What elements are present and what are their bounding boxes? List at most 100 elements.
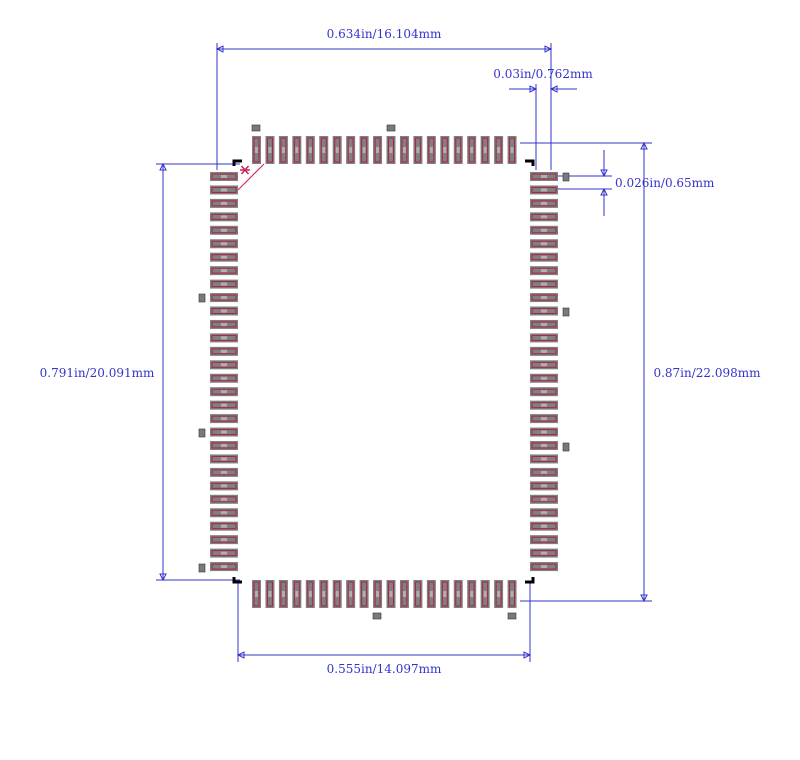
pad-right-1-mark: [541, 175, 547, 178]
pad-left-29-outline: [211, 550, 237, 557]
pad-top-11-mark: [389, 147, 393, 153]
pad-left-15-outline: [211, 361, 237, 368]
pad-left-15-mark: [221, 363, 227, 367]
pad-right-1-outline: [531, 173, 557, 180]
pin1-chamfer-line: [237, 163, 265, 191]
pad-bottom-12-mark: [402, 591, 406, 597]
pad-right-21-outline: [531, 442, 557, 449]
pad-top-2-mark: [268, 147, 272, 153]
pad-top-12-outline: [401, 137, 408, 163]
pad-right-22-outline: [531, 455, 557, 462]
pad-top-9-mark: [362, 147, 366, 153]
pad-right-16-outline: [531, 375, 557, 382]
pad-left-2-mark: [221, 188, 227, 192]
pad-right-30-mark: [541, 565, 547, 569]
pad-right-28-mark: [541, 538, 547, 542]
pad-left-2-outline: [211, 186, 237, 193]
pad-right-23-mark: [541, 470, 547, 474]
pad-left-7-mark: [221, 255, 227, 259]
fiducial-7: [562, 307, 570, 317]
pad-right-11-outline: [531, 308, 557, 314]
pad-top-4-outline: [293, 137, 300, 163]
pad-right-24-mark: [541, 484, 547, 488]
pad-right-28-outline: [531, 536, 557, 543]
pad-top-10-mark: [376, 147, 380, 153]
dim-arrow-pitch-bottom: [600, 187, 608, 196]
pad-bottom-2-outline: [266, 581, 273, 607]
dim-label-pad-width: 0.03in/0.762mm: [493, 67, 593, 81]
pad-left-24-outline: [211, 482, 237, 489]
dim-label-overall-width: 0.634in/16.104mm: [327, 27, 442, 41]
dim-arrow-body-height-top: [159, 162, 167, 171]
pad-right-27-outline: [531, 523, 557, 530]
pad-left-9-outline: [211, 281, 237, 288]
pad-top-1-mark: [255, 147, 258, 153]
pad-right-10-mark: [541, 296, 547, 300]
pad-bottom-11-outline: [388, 581, 394, 607]
silk-corner-top-right: [525, 159, 535, 166]
pad-right-6-mark: [541, 242, 547, 246]
pad-right-21-mark: [541, 444, 547, 447]
pad-left-25-outline: [211, 496, 237, 503]
pad-right-20-outline: [531, 429, 557, 436]
pad-top-10-outline: [374, 137, 381, 163]
pad-right-18-mark: [541, 403, 547, 407]
pad-right-12-outline: [531, 321, 557, 328]
pad-right-13-outline: [531, 334, 557, 341]
pad-left-11-outline: [211, 308, 237, 314]
pad-top-11-outline: [388, 137, 394, 163]
pad-right-26-outline: [531, 509, 557, 516]
silk-corner-top-left: [232, 159, 242, 166]
pad-bottom-18-mark: [483, 591, 487, 597]
pad-right-27-mark: [541, 524, 547, 528]
pad-bottom-6-outline: [320, 581, 327, 607]
pad-bottom-8-outline: [347, 581, 354, 607]
pad-left-12-outline: [211, 321, 237, 328]
dim-arrow-overall-width-left: [215, 45, 224, 53]
dim-arrow-overall-width-right: [544, 45, 553, 53]
pad-top-14-outline: [428, 137, 435, 163]
pad-bottom-6-mark: [322, 591, 326, 597]
dim-arrow-body-height-bottom: [159, 573, 167, 582]
pad-right-7-mark: [541, 255, 547, 259]
pad-bottom-5-mark: [308, 591, 312, 597]
pad-top-9-outline: [361, 137, 368, 163]
fiducials: [198, 124, 570, 620]
pad-left-5-mark: [221, 228, 227, 232]
dim-arrow-overall-height-bottom: [640, 594, 648, 603]
pad-right-5-outline: [531, 227, 557, 234]
pad-bottom-5-outline: [307, 581, 314, 607]
pad-left-21-outline: [211, 442, 237, 449]
pad-left-23-mark: [221, 470, 227, 474]
silk-corner-bottom-left: [232, 577, 242, 584]
pad-top-7-mark: [335, 147, 339, 153]
pad-left-13-outline: [211, 334, 237, 341]
pad-right-3-outline: [531, 200, 557, 207]
pad-bottom-3-outline: [280, 581, 287, 607]
pad-right-17-outline: [531, 388, 557, 395]
pad-right-25-outline: [531, 496, 557, 503]
pad-right-13-mark: [541, 336, 547, 340]
pad-left-26-mark: [221, 511, 227, 515]
pad-top-19-outline: [495, 137, 502, 163]
pad-left-20-mark: [221, 430, 227, 434]
pad-bottom-7-mark: [335, 591, 339, 597]
pad-bottom-16-outline: [455, 581, 462, 607]
pad-right-14-outline: [531, 348, 557, 355]
pad-right-8-mark: [541, 269, 547, 273]
pad-top-17-mark: [470, 147, 474, 153]
pad-top-8-outline: [347, 137, 354, 163]
pad-left-1-mark: [221, 175, 227, 178]
pad-top-16-mark: [456, 147, 460, 153]
pad-top-17-outline: [468, 137, 475, 163]
pad-bottom-20-outline: [509, 581, 516, 607]
pad-top-8-mark: [349, 147, 353, 153]
dim-label-overall-height: 0.87in/22.098mm: [653, 366, 761, 380]
pad-left-7-outline: [211, 254, 237, 261]
pad-left-16-mark: [221, 376, 227, 380]
pad-right-2-mark: [541, 188, 547, 192]
dim-arrow-body-width-right: [523, 651, 532, 659]
pad-right-19-outline: [531, 415, 557, 422]
pad-right-18-outline: [531, 402, 557, 409]
pad-right-17-mark: [541, 390, 547, 394]
